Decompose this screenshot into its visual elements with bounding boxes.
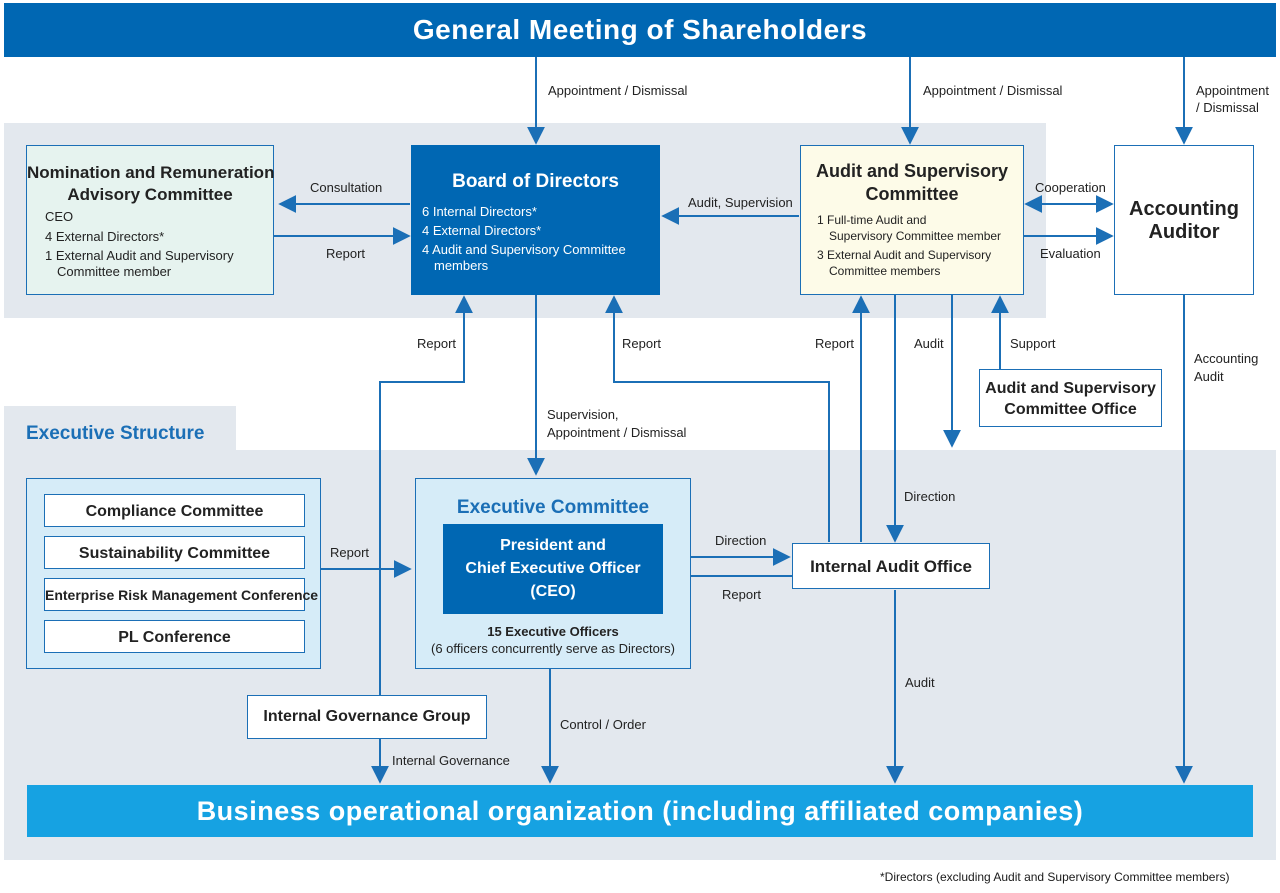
internal-governance-group-box: Internal Governance Group: [247, 695, 487, 739]
ceo-line1: President and: [500, 537, 606, 554]
ceo-line3: (CEO): [530, 583, 576, 600]
label-accounting-audit-2: Audit: [1194, 369, 1224, 384]
board-title: Board of Directors: [452, 171, 619, 192]
label-report-ceo: Report: [722, 587, 762, 602]
committee-item: Compliance Committee: [44, 494, 305, 527]
committee-item: Sustainability Committee: [44, 536, 305, 569]
audit-committee-office-box: Audit and Supervisory Committee Office: [979, 369, 1162, 427]
label-audit-supervision: Audit, Supervision: [688, 195, 793, 210]
label-control-order: Control / Order: [560, 717, 646, 732]
audit-committee-item: Supervisory Committee member: [829, 229, 1002, 243]
ceo-line2: Chief Executive Officer: [465, 560, 641, 577]
executive-structure-label: Executive Structure: [26, 423, 205, 444]
label-appointment-accounting-1: Appointment: [1196, 83, 1269, 98]
business-organization-banner: Business operational organization (inclu…: [27, 785, 1253, 837]
nomination-item: 4 External Directors*: [45, 229, 165, 244]
ceo-box: President and Chief Executive Officer (C…: [443, 524, 663, 614]
label-evaluation: Evaluation: [1040, 246, 1101, 261]
label-report-nomination: Report: [326, 246, 366, 261]
board-of-directors-box: Board of Directors 6 Internal Directors*…: [411, 145, 660, 295]
general-meeting-banner: General Meeting of Shareholders: [4, 3, 1276, 57]
audit-committee-item: Committee members: [829, 264, 941, 278]
accounting-auditor-line1: Accounting: [1129, 198, 1239, 220]
executive-officers-line1: 15 Executive Officers: [487, 624, 619, 639]
label-accounting-audit-1: Accounting: [1194, 351, 1259, 366]
footnote: *Directors (excluding Audit and Supervis…: [880, 870, 1230, 884]
label-supervision-2: Appointment / Dismissal: [547, 425, 687, 440]
executive-committee-title: Executive Committee: [456, 497, 650, 518]
audit-committee-item: 1 Full-time Audit and: [817, 213, 927, 227]
board-item: 6 Internal Directors*: [422, 204, 537, 219]
label-report-igg: Report: [417, 336, 457, 351]
audit-supervisory-committee-box: Audit and Supervisory Committee 1 Full-t…: [800, 145, 1024, 295]
label-support: Support: [1010, 336, 1056, 351]
internal-audit-office-box: Internal Audit Office: [792, 543, 990, 589]
nomination-committee-box: Nomination and Remuneration Advisory Com…: [26, 145, 274, 295]
board-item: 4 External Directors*: [422, 223, 542, 238]
arrow-igg-report: [379, 295, 473, 695]
label-appointment-board: Appointment / Dismissal: [548, 83, 688, 98]
internal-audit-office-label: Internal Audit Office: [810, 557, 972, 576]
label-appointment-accounting-2: / Dismissal: [1196, 100, 1259, 115]
audit-committee-title-line2: Committee: [865, 184, 959, 204]
audit-committee-item: 3 External Audit and Supervisory: [817, 248, 992, 262]
label-cooperation: Cooperation: [1035, 180, 1106, 195]
label-audit-bottom: Audit: [905, 675, 935, 690]
accounting-auditor-box: Accounting Auditor: [1114, 145, 1254, 295]
label-report-committees: Report: [330, 545, 370, 560]
board-item: members: [434, 258, 489, 273]
nomination-item: 1 External Audit and Supervisory: [45, 248, 234, 263]
label-internal-governance: Internal Governance: [392, 753, 510, 768]
committee-item: Enterprise Risk Management Conference: [44, 578, 318, 611]
label-supervision-1: Supervision,: [547, 407, 619, 422]
nomination-item: CEO: [45, 209, 74, 224]
arrow-iao-report-board: [605, 295, 830, 542]
committee-item: PL Conference: [44, 620, 305, 653]
label-report-iao-audit: Report: [815, 336, 855, 351]
audit-committee-title-line1: Audit and Supervisory: [815, 161, 1009, 181]
audit-office-line1: Audit and Supervisory: [985, 380, 1156, 397]
accounting-auditor-line2: Auditor: [1148, 221, 1220, 243]
nomination-title-line1: Nomination and Remuneration: [27, 163, 275, 182]
label-direction-ceo: Direction: [715, 533, 767, 548]
label-consultation: Consultation: [310, 180, 383, 195]
executive-officers-line2: (6 officers concurrently serve as Direct…: [431, 641, 675, 656]
executive-structure-tab: [4, 406, 236, 456]
label-report-iao-board: Report: [622, 336, 662, 351]
label-appointment-audit: Appointment / Dismissal: [923, 83, 1063, 98]
audit-office-line2: Committee Office: [1004, 401, 1137, 418]
label-direction-audit: Direction: [904, 489, 956, 504]
internal-governance-group-label: Internal Governance Group: [263, 708, 471, 725]
nomination-title-line2: Advisory Committee: [67, 185, 233, 204]
board-item: 4 Audit and Supervisory Committee: [422, 242, 626, 257]
nomination-item: Committee member: [57, 264, 172, 279]
label-audit-top: Audit: [914, 336, 944, 351]
